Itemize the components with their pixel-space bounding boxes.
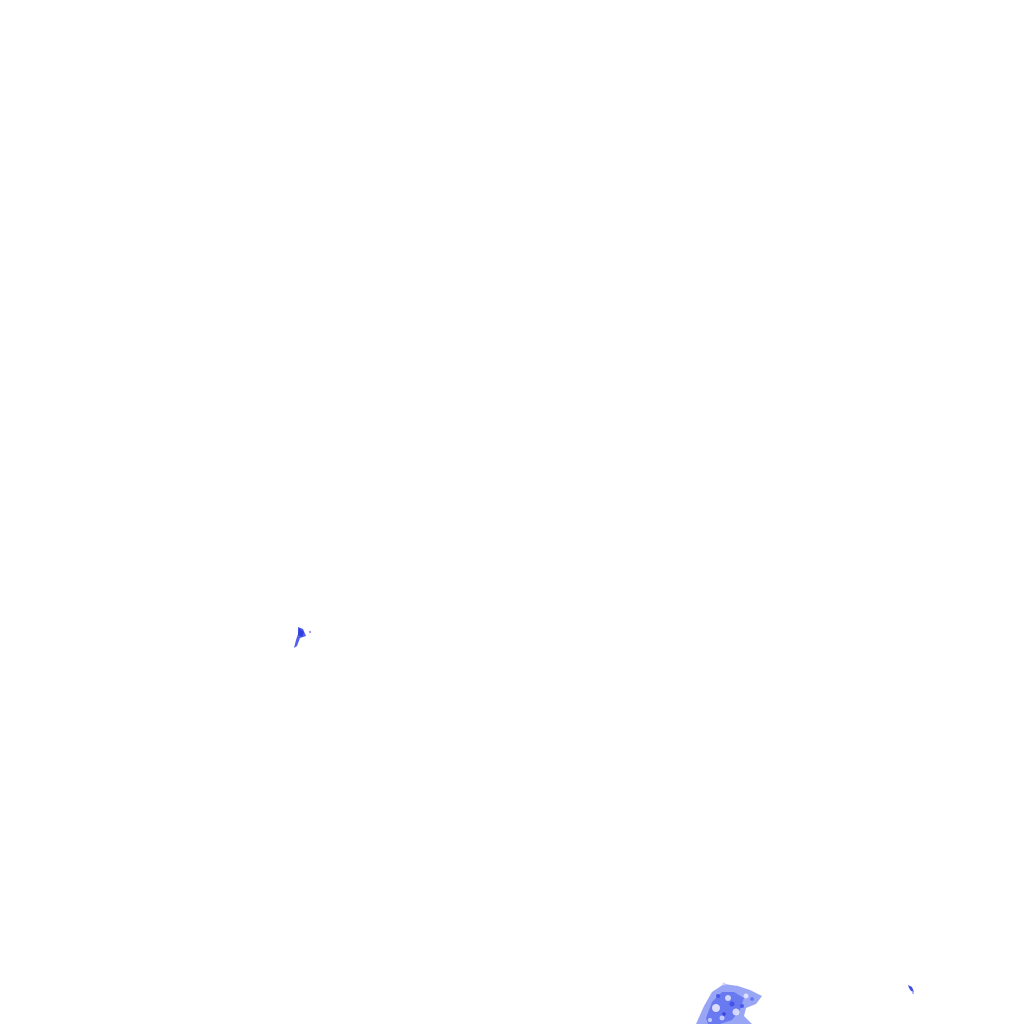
precip-cell-west — [294, 627, 312, 648]
precip-cell-southeast — [908, 985, 914, 994]
precip-cell-south — [696, 982, 762, 1024]
